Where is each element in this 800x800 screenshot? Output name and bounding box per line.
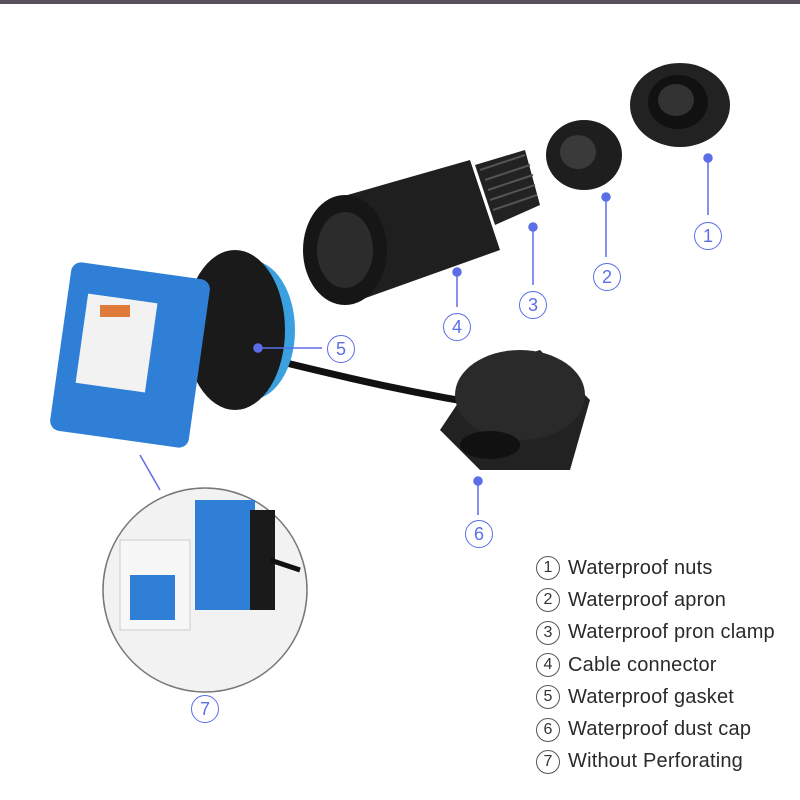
callout-5: 5 — [327, 335, 355, 363]
legend-number: 7 — [536, 749, 560, 774]
legend-number: 3 — [536, 620, 560, 645]
callout-4: 4 — [443, 313, 471, 341]
legend-label: Waterproof pron clamp — [568, 621, 775, 644]
waterproof-apron-part — [546, 120, 622, 190]
dust-cap-part — [440, 350, 590, 470]
legend-label: Waterproof apron — [568, 588, 727, 611]
legend-label: Waterproof nuts — [568, 556, 713, 579]
legend-item: 2 Waterproof apron — [536, 584, 775, 616]
legend-label: Cable connector — [568, 653, 717, 676]
legend-item: 5 Waterproof gasket — [536, 681, 775, 713]
leader-lines — [253, 153, 713, 515]
keystone-jack-part — [50, 250, 295, 448]
top-border — [0, 0, 800, 4]
callout-2: 2 — [593, 263, 621, 291]
legend-item: 1 Waterproof nuts — [536, 552, 775, 584]
callout-3: 3 — [519, 291, 547, 319]
inset-detail — [102, 454, 308, 693]
legend-number: 4 — [536, 653, 560, 678]
legend-label: Waterproof dust cap — [568, 718, 752, 741]
legend-item: 7 Without Perforating — [536, 746, 775, 778]
legend-label: Without Perforating — [568, 750, 743, 773]
callout-1: 1 — [694, 222, 722, 250]
legend-label: Waterproof gasket — [568, 685, 735, 708]
callout-7: 7 — [191, 695, 219, 723]
legend-number: 5 — [536, 685, 560, 710]
legend-number: 2 — [536, 588, 560, 613]
callout-6: 6 — [465, 520, 493, 548]
waterproof-clamp-part — [475, 150, 540, 225]
cable-connector-part — [303, 160, 500, 305]
legend-item: 3 Waterproof pron clamp — [536, 617, 775, 649]
legend-item: 6 Waterproof dust cap — [536, 713, 775, 745]
legend-number: 6 — [536, 717, 560, 742]
waterproof-nut-part — [630, 63, 730, 147]
legend-number: 1 — [536, 556, 560, 581]
legend-item: 4 Cable connector — [536, 649, 775, 681]
